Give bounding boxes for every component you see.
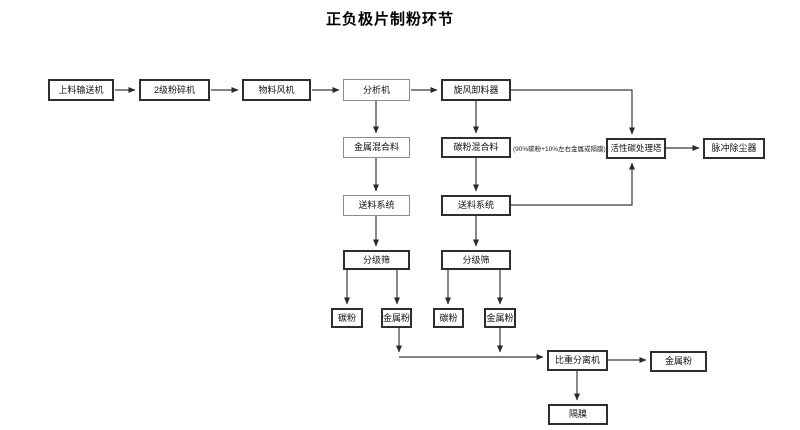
node-carbon-powder-2: 碳粉 — [433, 308, 464, 328]
node-metal-powder-1: 金属粉 — [381, 308, 412, 328]
node-feed-system-1: 送料系统 — [343, 195, 410, 216]
node-analyzer-mill: 分析机 — [343, 79, 410, 101]
node-carbon-powder-1: 碳粉 — [331, 308, 363, 328]
diagram-title: 正负极片制粉环节 — [325, 11, 454, 28]
node-metal-powder-2: 金属粉 — [484, 308, 516, 328]
node-separator-membrane: 隔膜 — [548, 404, 608, 425]
node-feeding-conveyor: 上料输送机 — [48, 79, 114, 101]
node-classifying-sieve-2: 分级筛 — [441, 250, 511, 270]
arrow-cyclone-actower — [511, 89, 635, 135]
node-gravity-separator: 比重分离机 — [547, 350, 608, 371]
node-material-fan: 物料风机 — [242, 79, 311, 101]
node-classifying-sieve-1: 分级筛 — [343, 250, 410, 270]
node-carbon-mixture: 碳粉混合料 — [441, 137, 511, 158]
node-metal-powder-output: 金属粉 — [650, 351, 707, 372]
node-feed-system-2: 送料系统 — [441, 195, 511, 216]
node-pulse-dust-collector: 脉冲除尘器 — [703, 138, 765, 159]
node-cyclone-discharger: 旋风卸料器 — [441, 79, 511, 101]
node-activated-carbon-tower: 活性碳处理塔 — [606, 138, 666, 159]
mixture-ratio-note: (90%碳粉+10%左右金属或隔膜) — [513, 146, 606, 153]
arrow-feedsys2-actower — [511, 162, 635, 206]
node-two-stage-crusher: 2级粉碎机 — [139, 79, 210, 101]
node-metal-mixture: 金属混合料 — [343, 137, 410, 158]
